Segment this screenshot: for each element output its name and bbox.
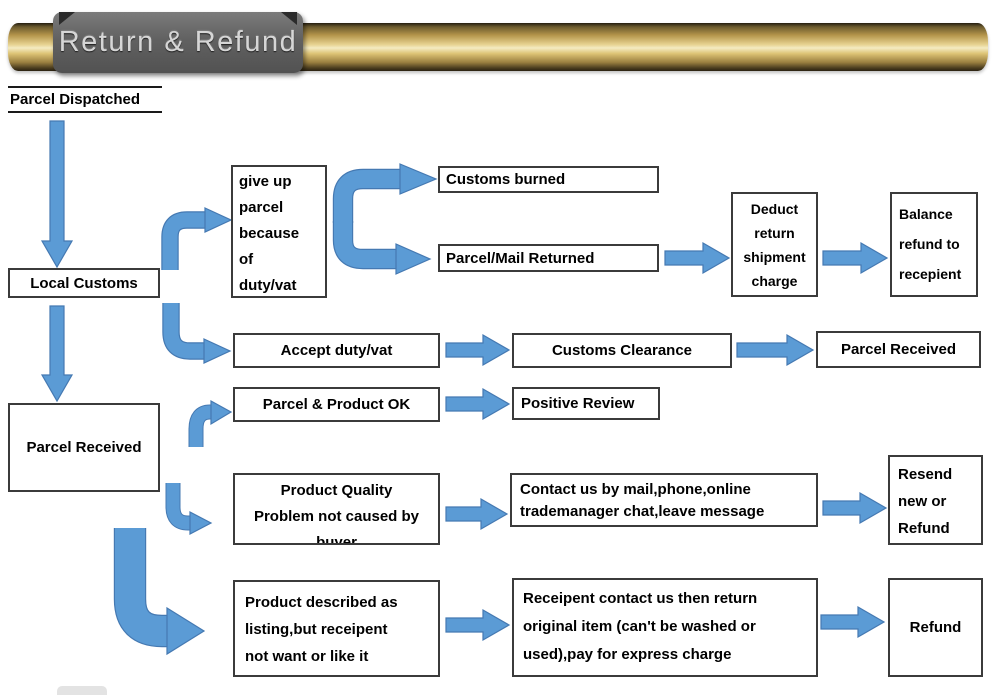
arrow-customs-to-accept (162, 303, 232, 364)
node-parcel-received: Parcel Received (8, 403, 160, 492)
arrow-contact-to-resend (822, 491, 888, 525)
arrow-ok-to-review (445, 387, 511, 421)
node-resend-or-refund: Resend new or Refund (888, 455, 983, 545)
node-give-up-parcel: give up parcel because of duty/vat (231, 165, 327, 298)
node-refund: Refund (888, 578, 983, 677)
arrow-returned-to-deduct (664, 241, 731, 275)
arrow-giveup-to-burned (332, 163, 438, 223)
node-balance-refund: Balance refund to recepient (890, 192, 978, 297)
cropped-artifact (57, 686, 107, 695)
arrow-deduct-to-balance (822, 241, 889, 275)
arrow-clearance-to-received (736, 333, 815, 367)
node-customs-burned: Customs burned (438, 166, 659, 193)
arrow-accept-to-clearance (445, 333, 511, 367)
node-contact-us: Contact us by mail,phone,online trademan… (510, 473, 818, 527)
flow-start-label: Parcel Dispatched (8, 86, 162, 113)
node-local-customs: Local Customs (8, 268, 160, 298)
node-product-quality-problem: Product Quality Problem not caused by bu… (233, 473, 440, 545)
node-product-described: Product described as listing,but receipe… (233, 580, 440, 677)
node-positive-review: Positive Review (512, 387, 660, 420)
arrow-receipent-to-refund (820, 605, 886, 639)
arrow-received-to-ok (188, 399, 233, 447)
arrow-giveup-to-returned (332, 221, 432, 275)
node-parcel-mail-returned: Parcel/Mail Returned (438, 244, 659, 272)
arrow-described-to-receipent (445, 608, 511, 642)
arrow-quality-to-contact (445, 497, 509, 531)
node-receipent-contact: Receipent contact us then return origina… (512, 578, 818, 677)
node-accept-duty: Accept duty/vat (233, 333, 440, 368)
title-tab: Return & Refund (53, 12, 303, 73)
node-deduct-return-charge: Deduct return shipment charge (731, 192, 818, 297)
arrow-dispatched-to-customs (40, 120, 74, 269)
arrow-customs-to-giveup (161, 207, 233, 270)
page-title: Return & Refund (58, 26, 298, 58)
node-parcel-received-final: Parcel Received (816, 331, 981, 368)
arrow-received-to-described (113, 528, 206, 656)
node-parcel-product-ok: Parcel & Product OK (233, 387, 440, 422)
node-customs-clearance: Customs Clearance (512, 333, 732, 368)
arrow-received-to-quality (165, 483, 213, 535)
arrow-customs-to-received (40, 305, 74, 403)
